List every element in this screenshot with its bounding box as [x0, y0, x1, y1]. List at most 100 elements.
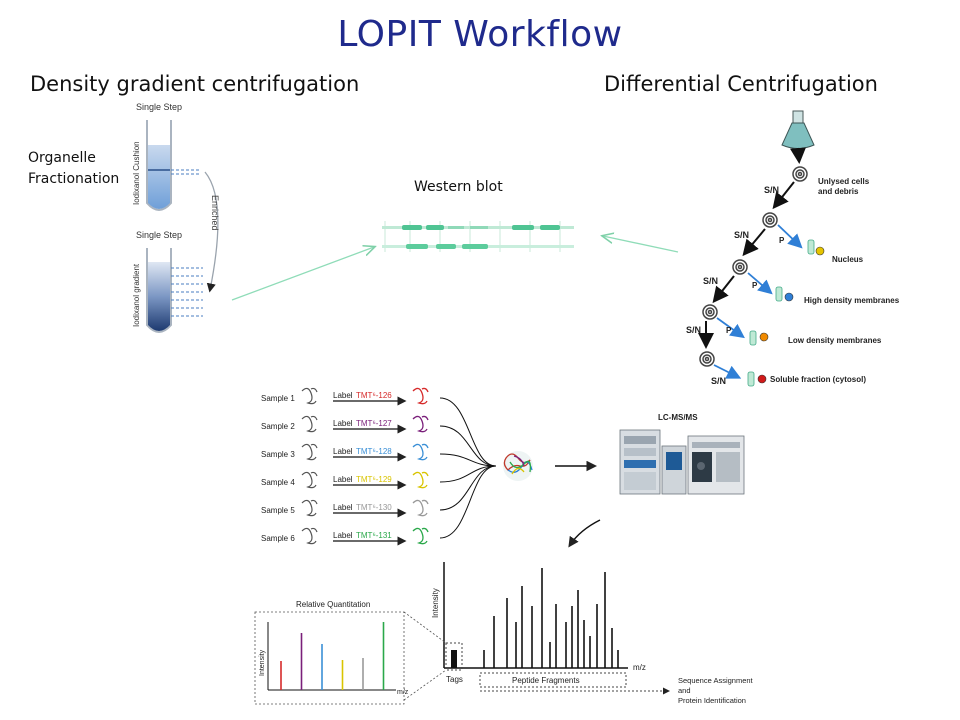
sn-label: S/N [686, 325, 701, 335]
tmt-tag-label: TMT⁶-128 [356, 447, 392, 456]
labeled-peptide-icon [412, 443, 429, 461]
labeled-peptide-icon [412, 527, 429, 545]
fraction-low-density: Low density membranes [788, 336, 882, 345]
sample-label: Sample 3 [261, 450, 295, 459]
labeled-peptide-icon [412, 387, 429, 405]
tmt-tag-label: TMT⁶-126 [356, 391, 392, 400]
labeled-peptide-icon [412, 499, 429, 517]
tags-label: Tags [446, 675, 463, 684]
tube-gradient: Single Step Iodixanol gradient [132, 230, 203, 333]
tube2-heading: Single Step [136, 230, 182, 240]
sample-label: Sample 1 [261, 394, 295, 403]
density-gradient-heading: Density gradient centrifugation [30, 72, 360, 96]
inset-frame [254, 611, 405, 705]
sample-label: Sample 5 [261, 506, 295, 515]
peptide-icon [301, 527, 318, 545]
sample-label: Sample 6 [261, 534, 295, 543]
western-blot [382, 221, 574, 252]
merge-connector [439, 465, 497, 511]
result-line2: and [678, 686, 691, 695]
result-line1: Sequence Assignment [678, 676, 754, 685]
tube1-heading: Single Step [136, 102, 182, 112]
merge-connector [439, 453, 497, 467]
label-word: Label [333, 391, 353, 400]
tags-box [445, 642, 463, 671]
merge-connector [439, 397, 497, 467]
zoom-line [403, 611, 447, 644]
sn-label: S/N [764, 185, 779, 195]
enriched-bracket [204, 171, 219, 293]
peptide-icon [301, 415, 318, 433]
label-word: Label [333, 419, 353, 428]
differential-centrifugation-heading: Differential Centrifugation [604, 72, 878, 96]
organelle-label-line2: Fractionation [28, 171, 120, 187]
pellet-label: P [752, 281, 758, 290]
tube2-label: Iodixanol gradient [132, 263, 141, 327]
peptide-icon [301, 499, 318, 517]
spectrum-y-label: Intensity [431, 588, 440, 618]
peptide-icon [301, 471, 318, 489]
inset-title: Relative Quantitation [296, 600, 370, 609]
fragment-peaks [483, 568, 619, 668]
peptide-mixture-icon [503, 451, 533, 481]
peptide-icon [301, 387, 318, 405]
arrow-diff-to-blot [603, 236, 679, 253]
pellet-label: P [779, 236, 785, 245]
lcms-instrument: LC-MS/MS [619, 413, 745, 495]
label-word: Label [333, 447, 353, 456]
fraction-soluble: Soluble fraction (cytosol) [770, 375, 866, 384]
peptide-icon [301, 443, 318, 461]
peptide-fragments-box [479, 672, 627, 688]
inset-x-label: m/z [397, 689, 409, 696]
labeled-peptide-icon [412, 415, 429, 433]
tmt-tag-label: TMT⁶-130 [356, 503, 392, 512]
flask-icon [781, 110, 815, 149]
arrow-to-spectrum [568, 519, 601, 548]
relative-quantitation-inset: Relative Quantitation Intensity m/z [254, 600, 409, 705]
organelle-label-line1: Organelle [28, 150, 96, 166]
peptide-fragments-label: Peptide Fragments [512, 676, 580, 685]
western-blot-label: Western blot [414, 179, 503, 195]
sn-label: S/N [711, 376, 726, 386]
lcms-label: LC-MS/MS [658, 413, 698, 422]
tmt-tag-label: TMT⁶-127 [356, 419, 392, 428]
result-line3: Protein Identification [678, 696, 746, 705]
label-word: Label [333, 475, 353, 484]
zoom-line [403, 669, 447, 701]
label-word: Label [333, 503, 353, 512]
pellet-label: P [726, 326, 732, 335]
tube1-label: Iodixanol Cushion [132, 141, 141, 205]
sn-label: S/N [703, 276, 718, 286]
arrow-gradient-to-blot [231, 247, 374, 301]
merge-connector [439, 465, 497, 539]
labeled-peptide-icon [412, 471, 429, 489]
merge-connector [439, 465, 497, 483]
msms-spectrum: Intensity m/z Tags Peptide Fragments Seq… [431, 562, 754, 705]
tube-cushion: Single Step Iodixanol Cushion [132, 102, 200, 211]
spectrum-x-label: m/z [633, 663, 646, 672]
tmt-tag-label: TMT⁶-131 [356, 531, 392, 540]
enriched-label: Enriched [210, 195, 220, 231]
sample-label: Sample 4 [261, 478, 295, 487]
spiral-icon [792, 166, 808, 182]
page-title: LOPIT Workflow [337, 14, 623, 55]
tmt-tag-label: TMT⁶-129 [356, 475, 392, 484]
organelle-fractionation-label: Organelle Fractionation [28, 148, 119, 190]
reporter-tag-peaks [451, 650, 457, 668]
sn-label: S/N [734, 230, 749, 240]
fraction-nucleus: Nucleus [832, 255, 864, 264]
label-word: Label [333, 531, 353, 540]
quantitation-bars [280, 622, 385, 690]
fraction-high-density: High density membranes [804, 296, 900, 305]
merge-connector [439, 425, 497, 467]
